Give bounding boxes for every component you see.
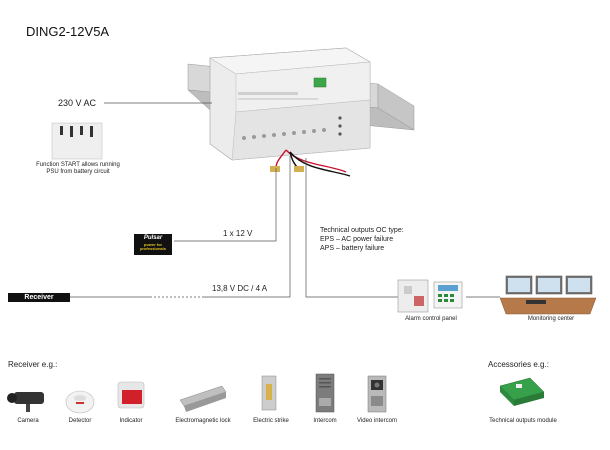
psu-unit: [209, 47, 371, 161]
start-function-illustration: [51, 122, 103, 160]
alarm-panel-illustration: [397, 279, 463, 313]
video-intercom-illustration: [367, 375, 387, 413]
monitoring-center-label: Monitoring center: [527, 316, 575, 322]
technical-outputs-module-label: Technical outputs module: [489, 418, 557, 424]
technical-outputs-module-illustration: [499, 377, 545, 406]
intercom-label: Intercom: [313, 418, 337, 424]
battery-clip-red: [270, 166, 280, 172]
battery-clip-black: [294, 166, 304, 172]
battery-line: [174, 168, 277, 242]
alarm-panel-label: Alarm control panel: [405, 316, 457, 322]
detector-label: Detector: [68, 418, 92, 424]
monitoring-center-illustration: [499, 275, 597, 315]
indicator-illustration: [117, 381, 145, 409]
electric-strike-label: Electric strike: [253, 418, 289, 424]
video-intercom-label: Video intercom: [357, 418, 397, 424]
tech-outputs-aps: APS – battery failure: [320, 245, 385, 252]
receiver-examples-heading: Receiver e.g.:: [8, 360, 58, 369]
camera-illustration: [7, 392, 44, 412]
pulsar-logo-text: Pulsar: [143, 235, 163, 241]
electromagnetic-lock-label: Electromagnetic lock: [175, 418, 231, 424]
electric-strike-illustration: [261, 375, 277, 411]
detector-illustration: [65, 390, 95, 414]
indicator-label: Indicator: [119, 418, 143, 424]
battery-label: 1 x 12 V: [223, 229, 253, 238]
tech-line-alarm: [305, 158, 400, 298]
ac-input-label: 230 V AC: [58, 98, 97, 108]
receiver-box: Receiver: [8, 293, 70, 302]
diagram-title: DING2-12V5A: [26, 24, 110, 39]
dc-output-label: 13,8 V DC / 4 A: [212, 284, 268, 293]
accessories-heading: Accessories e.g.:: [488, 360, 549, 369]
tech-outputs-title: Technical outputs OC type:: [320, 227, 404, 234]
electromagnetic-lock-illustration: [179, 385, 227, 412]
receiver-line-right: [202, 156, 291, 298]
intercom-illustration: [315, 373, 335, 413]
camera-label: Camera: [17, 418, 39, 424]
start-function-label: Function START allows running PSU from b…: [36, 162, 120, 175]
tech-outputs-eps: EPS – AC power failure: [320, 236, 394, 243]
